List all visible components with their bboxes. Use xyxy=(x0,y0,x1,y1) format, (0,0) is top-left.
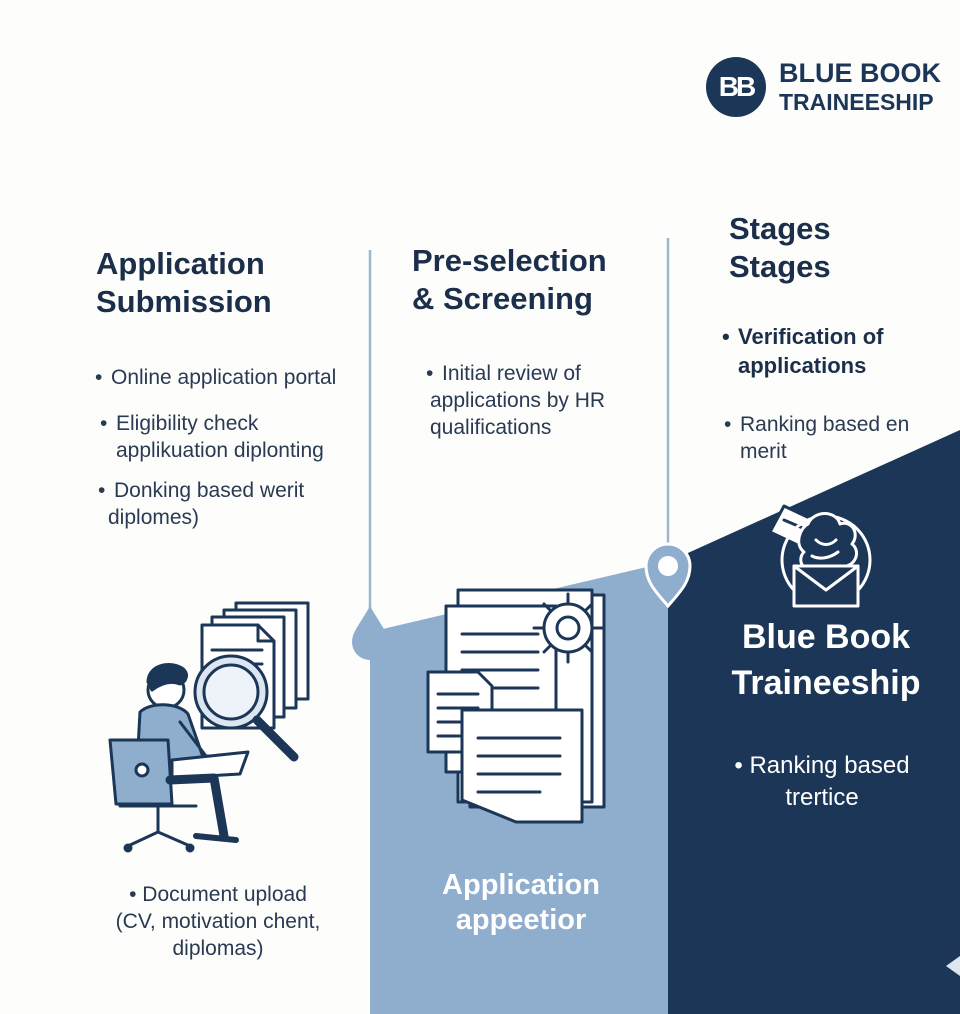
location-pin-icon xyxy=(644,542,692,609)
column-3-bullet-1: • Verification of applications xyxy=(722,324,884,378)
panel-title-line: Traineeship xyxy=(731,664,921,702)
traineeship-band xyxy=(668,430,960,1014)
bullet-line: Donking based werit xyxy=(114,479,305,502)
column-2-title: Pre-selection & Screening xyxy=(412,242,607,318)
bullet-line: • Document upload xyxy=(129,883,307,906)
person-laptop-search-icon xyxy=(108,601,310,853)
column-title-line: Stages xyxy=(729,249,831,284)
column-3-bullet-2: • Ranking based en merit xyxy=(724,413,910,463)
bullet-line: Initial review of xyxy=(442,362,581,385)
screening-panel-title: Application appeetior xyxy=(396,868,646,938)
bullet-line: applications xyxy=(738,353,867,378)
bullet-line: diplomas) xyxy=(172,937,264,960)
logo-wordmark: BLUE BOOK TRAINEESHIP xyxy=(779,60,941,114)
bullet-line: qualifications xyxy=(430,416,552,439)
panel-title-line: Blue Book xyxy=(741,618,911,656)
bullet-line: • Ranking based xyxy=(734,752,910,779)
bullet-line: Online application portal xyxy=(111,366,337,389)
bullet-line: applications by HR xyxy=(430,389,606,412)
column-title-line: Submission xyxy=(96,284,272,319)
column-title-line: Application xyxy=(96,246,265,281)
logo-line-1: BLUE BOOK xyxy=(779,58,941,88)
bullet-line: trertice xyxy=(785,784,859,811)
column-2-bullet-1: • Initial review of applications by HR q… xyxy=(426,362,606,439)
envelope-brain-icon xyxy=(768,504,872,608)
panel-title-line: Application xyxy=(442,869,600,901)
logo-mark: BB xyxy=(706,57,766,117)
column-title-line: Stages xyxy=(729,211,831,246)
bullet-line: diplomes) xyxy=(108,506,200,529)
panel-title-line: appeetior xyxy=(455,904,587,936)
column-1-bottom-bullet: • Document upload (CV, motivation chent,… xyxy=(98,881,338,962)
bullet-line: applikuation diplonting xyxy=(116,439,324,462)
bullet-line: Verification of xyxy=(738,324,884,349)
traineeship-panel-title: Blue Book Traineeship xyxy=(696,614,956,706)
column-title-line: & Screening xyxy=(412,281,593,316)
document-gear-icon xyxy=(426,588,606,824)
column-title-line: Pre-selection xyxy=(412,243,607,278)
bullet-line: Ranking based en xyxy=(740,413,910,436)
bullet-line: merit xyxy=(740,440,787,463)
traineeship-panel-bullet: • Ranking based trertice xyxy=(712,750,932,814)
drop-marker-icon xyxy=(352,606,388,660)
bullet-line: (CV, motivation chent, xyxy=(115,910,321,933)
column-3-title: Stages Stages xyxy=(729,210,831,286)
column-1-bullet-1: • Online application portal xyxy=(95,366,337,389)
column-1-bullet-2: • Eligibility check applikuation diplont… xyxy=(100,412,324,462)
bullet-line: Eligibility check xyxy=(116,412,259,435)
column-1-title: Application Submission xyxy=(96,245,272,321)
logo-line-2: TRAINEESHIP xyxy=(779,89,934,115)
column-1-bullet-3: • Donking based werit diplomes) xyxy=(98,479,305,529)
